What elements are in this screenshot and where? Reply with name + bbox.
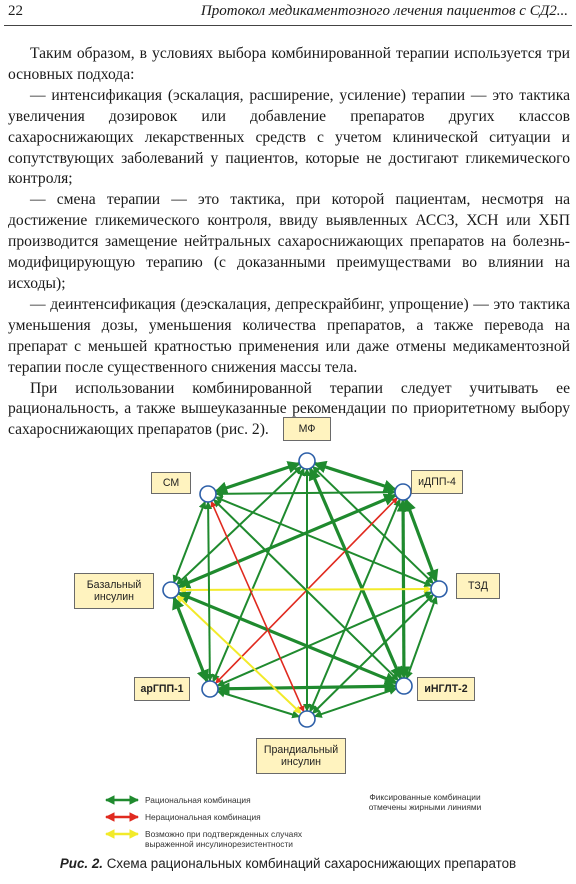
edge-mf-idpp4	[313, 460, 397, 493]
header-rule	[4, 25, 572, 26]
edge-ingl2-argpp1	[216, 679, 398, 696]
node-circle-ingl2	[395, 677, 413, 695]
node-circle-tzd	[430, 580, 448, 598]
node-prandial: Прандиальный инсулин	[256, 738, 346, 774]
node-circle-sm	[199, 485, 217, 503]
node-idpp4: иДПП-4	[411, 470, 463, 494]
edge-ingl2-prandial	[313, 687, 398, 718]
node-circle-prandial	[298, 710, 316, 728]
node-sm: СМ	[151, 472, 191, 494]
paragraph-intensification: — интенсификация (эскалация, расширение,…	[8, 86, 570, 188]
diagram-graphic	[105, 452, 448, 839]
edge-ingl2-basal	[177, 591, 398, 685]
legend-fixed-note: Фиксированные комбинации отмечены жирным…	[368, 792, 482, 812]
paragraph-switch: — смена терапии — это тактика, при котор…	[8, 191, 570, 292]
page-number: 22	[8, 3, 23, 19]
edge-prandial-sm	[210, 500, 305, 713]
node-circle-idpp4	[394, 483, 412, 501]
caption-label: Рис. 2.	[59, 856, 104, 871]
edge-argpp1-basal	[172, 596, 209, 683]
edge-basal-sm	[172, 500, 207, 584]
paragraph-deintensification: — деинтенсификация (деэскалация, депреск…	[8, 295, 570, 376]
node-mf: МФ	[283, 417, 331, 441]
edge-idpp4-tzd	[403, 498, 439, 583]
edge-idpp4-sm	[215, 488, 396, 498]
node-ingl2: иНГЛТ-2	[417, 677, 475, 701]
node-circle-mf	[298, 452, 316, 470]
paragraph-conclusion: При использовании комбинированной терапи…	[8, 379, 570, 439]
combination-diagram: МФ иДПП-4 ТЗД иНГЛТ-2 Прандиальный инсул…	[0, 405, 576, 849]
node-circle-basal	[162, 581, 180, 599]
running-title: Протокол медикаментозного лечения пациен…	[200, 3, 568, 19]
node-circle-argpp1	[201, 680, 219, 698]
legend-rational: Рациональная комбинация	[145, 795, 251, 805]
edge-prandial-argpp1	[216, 689, 301, 719]
edge-argpp1-sm	[204, 501, 214, 682]
legend-possible: Возможно при подтвержденных случаях выра…	[145, 829, 303, 849]
legend-irrational: Нерациональная комбинация	[145, 812, 261, 822]
edge-mf-sm	[214, 461, 301, 494]
body-text: Таким образом, в условиях выбора комбини…	[8, 44, 570, 441]
node-tzd: ТЗД	[456, 573, 500, 599]
caption-text: Схема рациональных комбинаций сахаросниж…	[106, 856, 517, 871]
node-argpp1: арГПП-1	[134, 677, 190, 701]
figure-caption: Рис. 2. Схема рациональных комбинаций са…	[0, 856, 576, 871]
paragraph-intro: Таким образом, в условиях выбора комбини…	[8, 45, 570, 83]
edge-tzd-ingl2	[405, 595, 438, 680]
node-basal: Базальный инсулин	[74, 573, 154, 609]
page-header: 22 Протокол медикаментозного лечения пац…	[0, 0, 576, 28]
